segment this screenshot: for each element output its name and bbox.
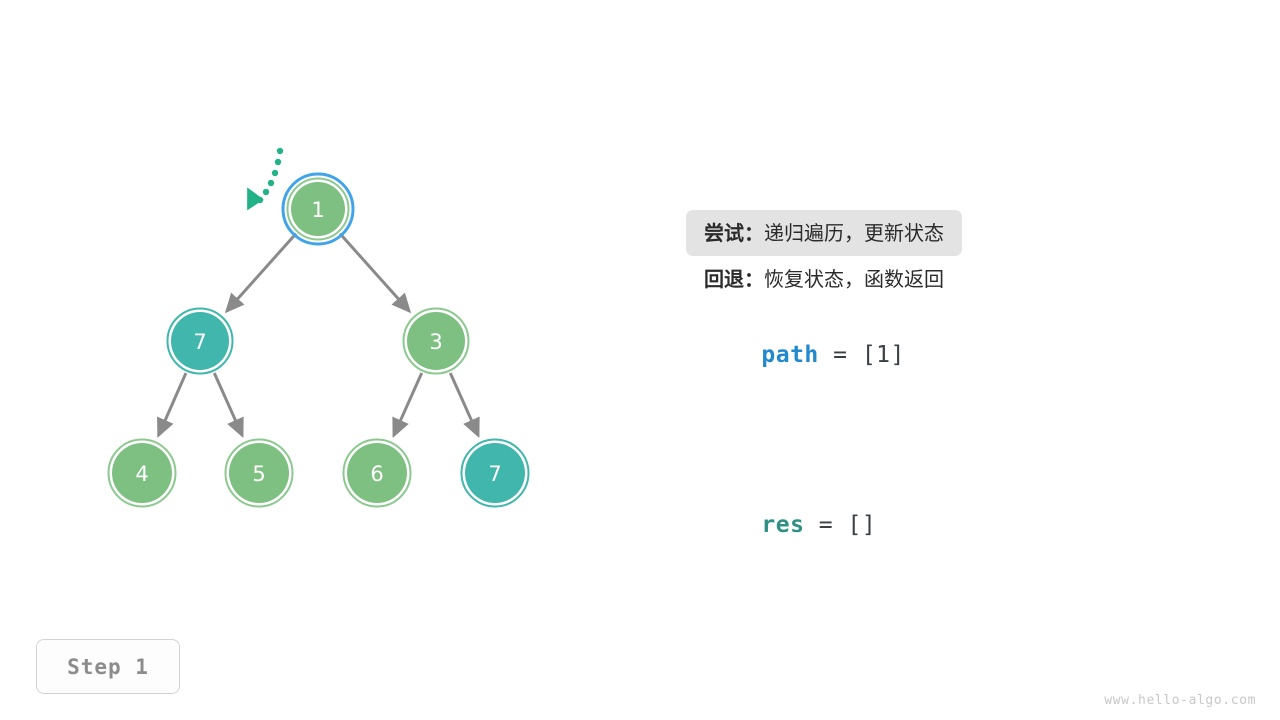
node-value-label: 7 xyxy=(488,462,501,486)
phase-row-wrapper: 回退：恢复状态，函数返回 xyxy=(686,256,1246,302)
res-variable-value: [] xyxy=(847,512,877,538)
node-value-label: 5 xyxy=(252,462,265,486)
tree-edge-layer xyxy=(157,232,480,439)
pointer-trail-dot xyxy=(271,169,279,177)
node-circle xyxy=(291,182,345,236)
binary-tree-diagram: 1 7 3 4 5 6 7 xyxy=(107,147,530,508)
path-operator: = xyxy=(818,342,862,368)
res-variable-name: res xyxy=(761,512,805,538)
phase-value: 递归遍历，更新状态 xyxy=(764,221,944,245)
pointer-trail-dot xyxy=(274,158,282,166)
pointer-trail-dot xyxy=(276,147,284,155)
tree-edge xyxy=(212,372,244,439)
node-outer-ring xyxy=(402,307,470,375)
tree-edge xyxy=(448,372,480,439)
node-circle xyxy=(465,443,525,503)
node-highlight-ring xyxy=(281,172,355,246)
tree-node-3[interactable]: 3 xyxy=(402,307,470,375)
watermark: www.hello-algo.com xyxy=(1104,693,1256,708)
phase-value: 恢复状态，函数返回 xyxy=(764,267,944,291)
pointer-arrow-icon xyxy=(247,187,264,211)
current-node-pointer xyxy=(247,147,284,211)
node-circle xyxy=(171,312,229,370)
tree-node-4[interactable]: 4 xyxy=(107,438,177,508)
phase-backtrack: 回退：恢复状态，函数返回 xyxy=(686,256,962,302)
step-badge: Step 1 xyxy=(36,639,180,694)
tree-node-1[interactable]: 1 xyxy=(281,172,355,246)
res-operator: = xyxy=(804,512,848,538)
tree-node-6[interactable]: 6 xyxy=(342,438,412,508)
tree-edge xyxy=(224,232,298,314)
pointer-trail-dot xyxy=(262,188,270,196)
node-value-label: 6 xyxy=(370,462,383,486)
path-variable-row: path = [1] xyxy=(686,316,1246,394)
tree-node-5[interactable]: 5 xyxy=(224,438,294,508)
phase-try: 尝试：递归遍历，更新状态 xyxy=(686,210,962,256)
tree-node-layer: 1 7 3 4 5 6 7 xyxy=(107,172,530,508)
node-outer-ring xyxy=(342,438,412,508)
phase-key: 尝试： xyxy=(704,221,764,245)
node-circle xyxy=(229,443,289,503)
state-info-panel: 尝试：递归遍历，更新状态回退：恢复状态，函数返回 path = [1] res … xyxy=(686,210,1246,564)
node-outer-ring xyxy=(460,438,530,508)
node-value-label: 4 xyxy=(135,462,148,486)
node-circle xyxy=(347,443,407,503)
path-variable-name: path xyxy=(761,342,819,368)
node-outer-ring xyxy=(107,438,177,508)
node-circle xyxy=(112,443,172,503)
node-circle xyxy=(407,312,465,370)
tree-node-7[interactable]: 7 xyxy=(460,438,530,508)
node-outer-ring xyxy=(166,307,234,375)
node-value-label: 1 xyxy=(311,198,324,222)
node-outer-ring xyxy=(286,177,350,241)
res-variable-row: res = [] xyxy=(686,486,1246,564)
phase-key: 回退： xyxy=(704,267,764,291)
phase-row-wrapper: 尝试：递归遍历，更新状态 xyxy=(686,210,1246,256)
tree-edge xyxy=(392,372,424,439)
pointer-trail-dot xyxy=(267,179,275,187)
tree-edge xyxy=(157,372,188,438)
tree-edge xyxy=(338,232,412,314)
tree-node-7[interactable]: 7 xyxy=(166,307,234,375)
phase-list: 尝试：递归遍历，更新状态回退：恢复状态，函数返回 xyxy=(686,210,1246,302)
path-variable-value: [1] xyxy=(861,342,905,368)
node-outer-ring xyxy=(224,438,294,508)
node-value-label: 7 xyxy=(193,330,206,354)
node-value-label: 3 xyxy=(429,330,442,354)
